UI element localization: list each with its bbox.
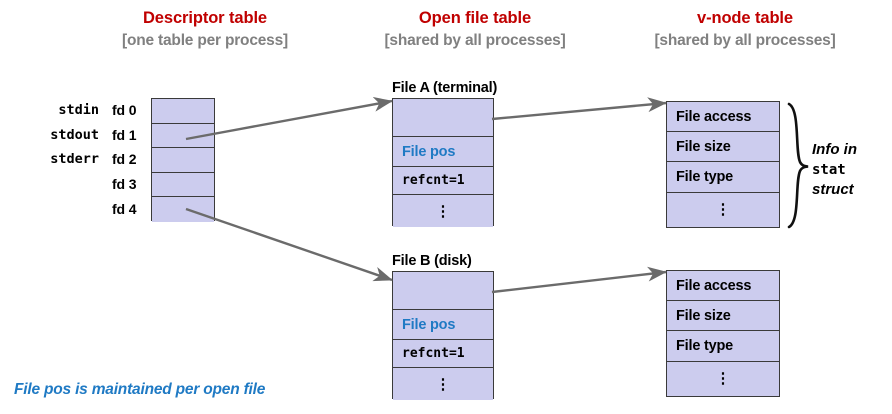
vnode-bottom-cell-file-type[interactable]: File type	[667, 331, 779, 362]
column-title: Descriptor table	[142, 9, 268, 27]
column-heading-vnode-table: v-node table [shared by all processes]	[620, 8, 870, 51]
column-title: v-node table	[697, 9, 793, 27]
open-file-table-a: File pos refcnt=1 ⋮	[392, 98, 494, 227]
stat-struct-annotation: Info in stat struct	[812, 140, 857, 200]
descriptor-row-0: stdin fd 0	[25, 98, 145, 123]
vnode-top-file-type-label: File type	[676, 169, 734, 185]
vnode-top-cell-file-size[interactable]: File size	[667, 132, 779, 162]
open-file-b-cell-ellipsis[interactable]: ⋮	[393, 368, 493, 400]
column-title: Open file table	[418, 9, 532, 27]
vnode-table-top: File access File size File type ⋮	[666, 101, 780, 228]
open-file-table-a-caption: File A (terminal)	[392, 80, 498, 96]
descriptor-cell-fd2[interactable]	[152, 148, 214, 173]
vertical-ellipsis-icon: ⋮	[715, 201, 731, 218]
arrow-fd4-to-file-b	[185, 207, 393, 282]
open-file-table-b-caption: File B (disk)	[392, 253, 472, 269]
descriptor-row-1: stdout fd 1	[25, 123, 145, 148]
descriptor-fd-label: fd 4	[112, 200, 137, 217]
descriptor-stream-name: stderr	[50, 151, 99, 168]
vnode-bottom-cell-ellipsis[interactable]: ⋮	[667, 362, 779, 395]
stat-note-line-1: Info in	[812, 141, 857, 158]
vertical-ellipsis-icon: ⋮	[435, 202, 451, 220]
arrow-file-a-to-vnode-top	[491, 97, 667, 121]
stat-struct-brace	[787, 102, 809, 229]
arrow-file-b-to-vnode-bottom	[491, 266, 667, 294]
vnode-bottom-cell-file-access[interactable]: File access	[667, 271, 779, 301]
vertical-ellipsis-icon: ⋮	[715, 370, 731, 387]
open-file-b-refcnt-label: refcnt=1	[402, 346, 465, 361]
descriptor-row-3: fd 3	[25, 172, 145, 197]
vnode-bottom-file-access-label: File access	[676, 277, 752, 294]
descriptor-cell-fd1[interactable]	[152, 123, 214, 149]
open-file-a-cell-ellipsis[interactable]: ⋮	[393, 195, 493, 227]
descriptor-cell-fd4[interactable]	[152, 197, 214, 222]
vertical-ellipsis-icon: ⋮	[435, 375, 451, 393]
vnode-table-bottom: File access File size File type ⋮	[666, 270, 780, 397]
open-file-a-cell-blank[interactable]	[393, 99, 493, 137]
descriptor-fd-label: fd 3	[112, 176, 137, 193]
open-file-a-cell-refcnt[interactable]: refcnt=1	[393, 167, 493, 195]
vnode-top-file-size-label: File size	[676, 138, 731, 155]
open-file-table-b: File pos refcnt=1 ⋮	[392, 271, 494, 400]
open-file-b-cell-blank[interactable]	[393, 272, 493, 310]
vnode-bottom-file-size-label: File size	[676, 307, 731, 324]
column-subtitle: [one table per process]	[122, 32, 288, 49]
open-file-b-cell-refcnt[interactable]: refcnt=1	[393, 340, 493, 368]
open-file-b-cell-filepos[interactable]: File pos	[393, 310, 493, 340]
vnode-top-cell-file-type[interactable]: File type	[667, 162, 779, 193]
descriptor-stream-name: stdout	[50, 126, 99, 143]
open-file-a-cell-filepos[interactable]: File pos	[393, 137, 493, 167]
open-file-a-refcnt-label: refcnt=1	[402, 173, 465, 188]
column-subtitle: [shared by all processes]	[384, 32, 566, 49]
vnode-top-cell-ellipsis[interactable]: ⋮	[667, 193, 779, 226]
footer-note: File pos is maintained per open file	[14, 381, 266, 398]
vnode-top-file-access-label: File access	[676, 108, 752, 125]
vnode-top-cell-file-access[interactable]: File access	[667, 102, 779, 132]
open-file-a-filepos-label: File pos	[402, 143, 456, 160]
arrow-fd1-to-file-a	[185, 96, 393, 141]
column-heading-open-file-table: Open file table [shared by all processes…	[355, 8, 595, 51]
column-subtitle: [shared by all processes]	[654, 32, 836, 49]
stat-note-line-2: stat	[812, 162, 846, 178]
open-file-b-filepos-label: File pos	[402, 316, 456, 333]
descriptor-row-4: fd 4	[25, 196, 145, 221]
column-heading-descriptor-table: Descriptor table [one table per process]	[85, 8, 325, 51]
descriptor-cell-fd0[interactable]	[152, 99, 214, 124]
descriptor-stream-name: stdin	[58, 102, 99, 119]
descriptor-fd-label: fd 0	[112, 102, 137, 119]
descriptor-cell-fd3[interactable]	[152, 172, 214, 198]
descriptor-table	[151, 98, 215, 222]
descriptor-fd-label: fd 2	[112, 151, 137, 168]
descriptor-row-2: stderr fd 2	[25, 147, 145, 172]
vnode-bottom-cell-file-size[interactable]: File size	[667, 301, 779, 331]
vnode-bottom-file-type-label: File type	[676, 338, 734, 354]
descriptor-fd-label: fd 1	[112, 126, 137, 143]
stat-note-line-3: struct	[812, 181, 854, 198]
